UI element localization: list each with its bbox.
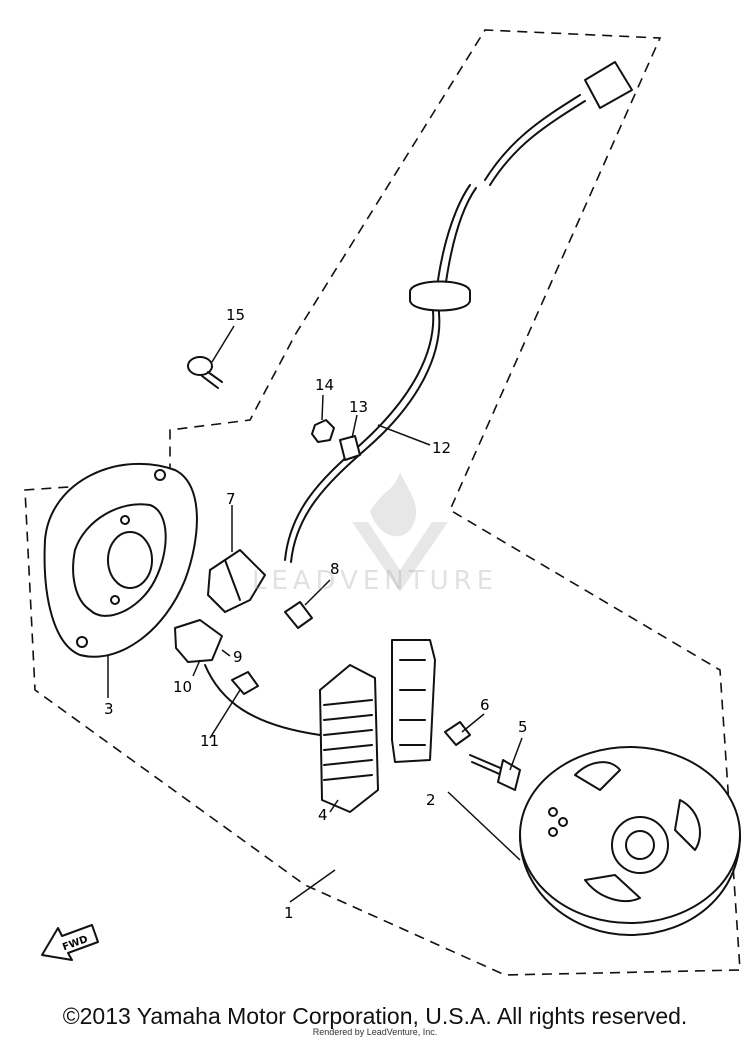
screw-15	[187, 356, 223, 389]
rendered-by-note: Rendered by LeadVenture, Inc.	[312, 1027, 438, 1037]
callout-7: 7	[226, 490, 236, 508]
exploded-parts-diagram: 1 2 3 4 5 6 7 8 9 10 11 12 13 14 15 FWD	[24, 29, 741, 976]
grommet	[409, 280, 471, 312]
flywheel-rotor	[519, 746, 741, 936]
nut-14	[311, 419, 335, 443]
callout-10: 10	[173, 678, 192, 696]
wire-harness	[284, 61, 633, 563]
lighting-coil	[319, 664, 379, 813]
callout-5: 5	[518, 718, 528, 736]
bolt-5	[469, 754, 521, 791]
callout-12: 12	[432, 439, 451, 457]
copyright-notice: ©2013 Yamaha Motor Corporation, U.S.A. A…	[62, 1003, 688, 1029]
screw-8	[284, 579, 331, 629]
callout-14: 14	[315, 376, 334, 394]
callout-11: 11	[200, 732, 219, 750]
callout-15: 15	[226, 306, 245, 324]
wire-connector	[584, 61, 633, 109]
clamp-13	[339, 435, 361, 461]
assembly-boundary	[24, 29, 741, 976]
screw-11	[231, 671, 259, 695]
callout-1: 1	[284, 904, 294, 922]
washer-6	[444, 721, 471, 746]
callout-8: 8	[330, 560, 340, 578]
callout-3: 3	[104, 700, 114, 718]
coil-bracket	[391, 639, 436, 763]
callout-6: 6	[480, 696, 490, 714]
stator-base-plate	[43, 462, 198, 658]
callout-4: 4	[318, 806, 328, 824]
callout-2: 2	[426, 791, 436, 809]
contact-breaker	[207, 549, 266, 613]
callout-9: 9	[233, 648, 243, 666]
condenser	[174, 619, 223, 663]
callout-13: 13	[349, 398, 368, 416]
fwd-arrow-icon: FWD	[41, 924, 99, 961]
